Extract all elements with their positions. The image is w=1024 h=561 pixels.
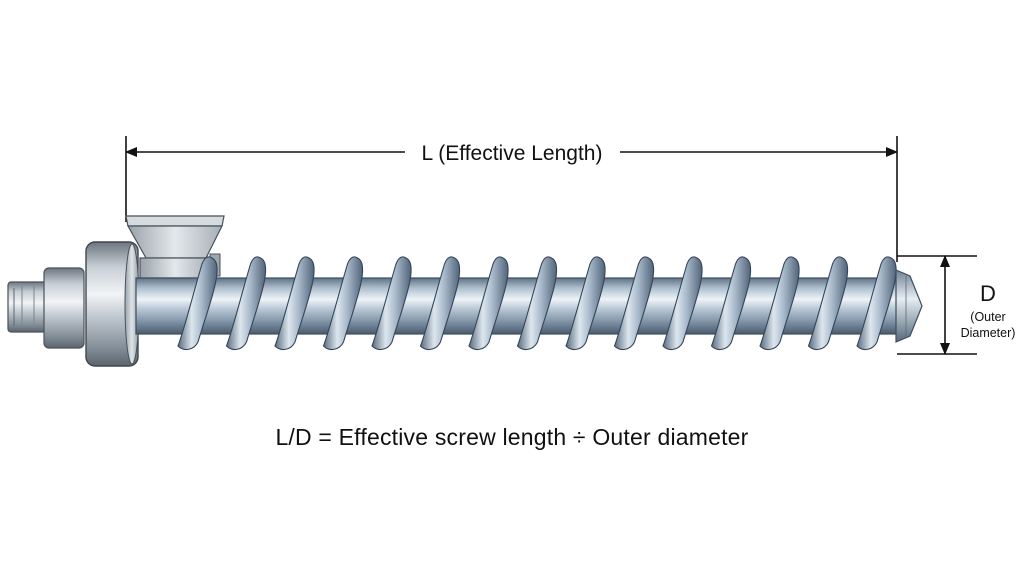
diameter-label: D	[980, 281, 996, 306]
screw-flight	[419, 256, 461, 351]
screw-flight	[662, 256, 703, 351]
screw-flight	[613, 256, 655, 351]
screw-flight	[807, 256, 849, 351]
drive-shank	[7, 267, 85, 349]
screw-flight	[371, 256, 412, 351]
diameter-sublabel-1: (Outer	[970, 310, 1005, 324]
length-label: L (Effective Length)	[422, 142, 603, 165]
screw-flight	[759, 256, 800, 351]
screw	[7, 215, 923, 367]
screw-flight	[225, 256, 267, 351]
screw-flight	[565, 256, 606, 351]
screw-flight	[856, 256, 897, 351]
length-dimension: L (Effective Length)	[125, 136, 898, 262]
screw-tip	[895, 269, 923, 343]
screw-flights	[177, 256, 897, 351]
diameter-dimension: D (Outer Diameter)	[897, 255, 1016, 355]
screw-flight	[710, 256, 752, 351]
diameter-sublabel-2: Diameter)	[961, 326, 1016, 340]
ld-formula: L/D = Effective screw length ÷ Outer dia…	[275, 424, 749, 450]
screw-flight	[322, 256, 364, 351]
screw-flight	[274, 256, 315, 351]
screw-flight	[468, 256, 509, 351]
screw-collar	[85, 241, 140, 367]
screw-flight	[177, 256, 218, 351]
screw-flight	[516, 256, 558, 351]
